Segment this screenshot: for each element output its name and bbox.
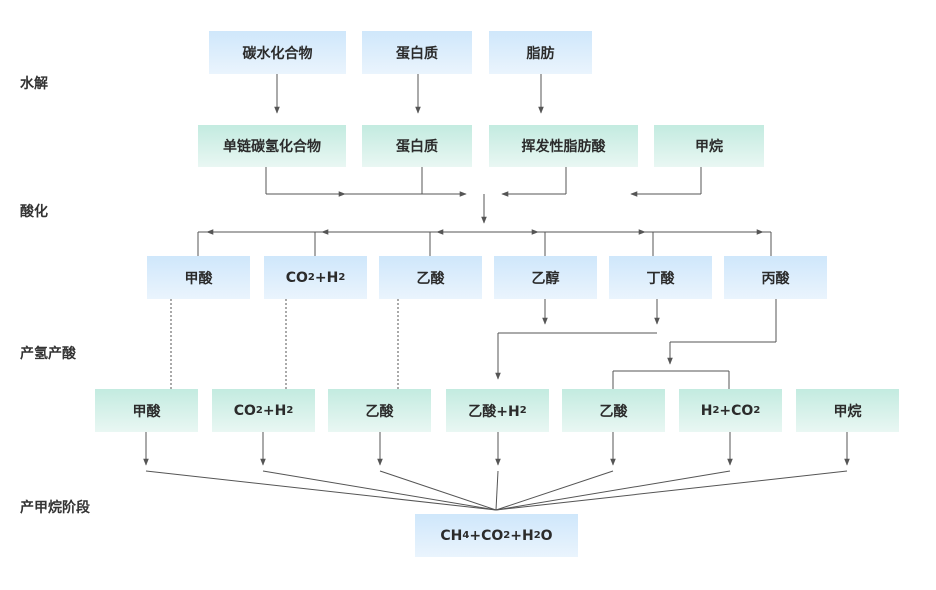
node-propionic-acid: 丙酸	[724, 256, 827, 299]
node-acetic-acid-2: 乙酸	[328, 389, 431, 432]
converge-4	[495, 470, 614, 511]
stage-label-hydrolysis: 水解	[20, 76, 48, 92]
stage-label-hydrogen-acid-production: 产氢产酸	[20, 346, 76, 362]
node-single-chain-hydrocarbon: 单链碳氢化合物	[198, 125, 346, 167]
node-formic-acid: 甲酸	[147, 256, 250, 299]
node-methane-3: 甲烷	[796, 389, 899, 432]
converge-0	[145, 470, 497, 511]
node-volatile-fatty-acid: 挥发性脂肪酸	[489, 125, 638, 167]
converge-2	[379, 470, 497, 511]
node-butyric-acid: 丁酸	[609, 256, 712, 299]
converge-1	[262, 470, 497, 511]
node-protein: 蛋白质	[362, 31, 472, 74]
converge-5	[495, 470, 731, 511]
node-ethanol: 乙醇	[494, 256, 597, 299]
node-methane-2: 甲烷	[654, 125, 764, 167]
stage-label-acidification: 酸化	[20, 204, 48, 220]
node-formic-acid-2: 甲酸	[95, 389, 198, 432]
node-acetic-acid-3: 乙酸	[562, 389, 665, 432]
converge-6	[495, 470, 848, 511]
node-fat: 脂肪	[489, 31, 592, 74]
node-protein-2: 蛋白质	[362, 125, 472, 167]
node-acetic-acid: 乙酸	[379, 256, 482, 299]
converge-3	[495, 470, 499, 511]
node-carbohydrate: 碳水化合物	[209, 31, 346, 74]
stage-label-methane-production: 产甲烷阶段	[20, 500, 90, 516]
